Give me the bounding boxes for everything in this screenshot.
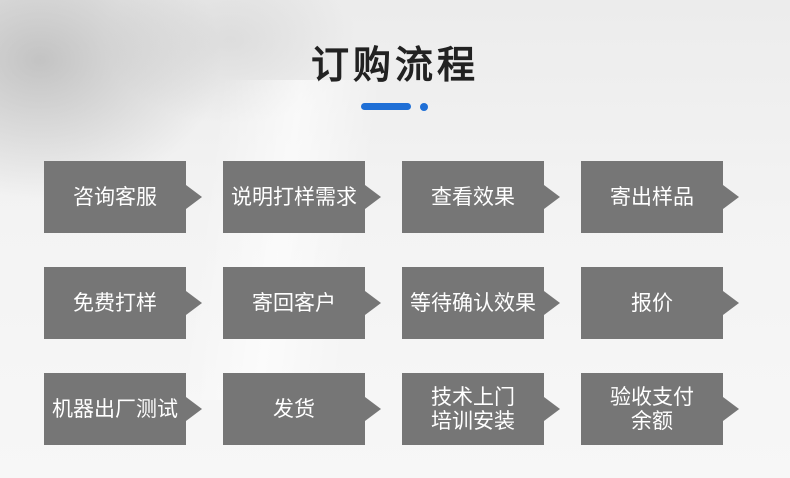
process-step-4: 寄出样品 [581,161,723,233]
process-step-12: 验收支付 余额 [581,373,723,445]
process-step-6: 寄回客户 [223,267,365,339]
title-underline-bar [361,103,411,110]
title-underline-dot [420,103,428,111]
step-label: 技术上门 培训安装 [431,385,515,433]
process-step-11: 技术上门 培训安装 [402,373,544,445]
step-label: 等待确认效果 [410,291,536,315]
step-label: 机器出厂测试 [52,397,178,421]
process-step-3: 查看效果 [402,161,544,233]
step-label: 验收支付 余额 [610,385,694,433]
page-title: 订购流程 [310,43,479,87]
process-step-10: 发货 [223,373,365,445]
process-step-8: 报价 [581,267,723,339]
process-grid: 咨询客服 说明打样需求 查看效果 寄出样品 免费打样 寄回客户 等待确认效果 报… [44,161,723,445]
process-step-5: 免费打样 [44,267,186,339]
process-step-9: 机器出厂测试 [44,373,186,445]
step-label: 寄回客户 [252,291,336,315]
process-step-7: 等待确认效果 [402,267,544,339]
step-label: 咨询客服 [73,185,157,209]
process-step-2: 说明打样需求 [223,161,365,233]
step-label: 寄出样品 [610,185,694,209]
step-label: 报价 [631,291,673,315]
step-label: 查看效果 [431,185,515,209]
process-step-1: 咨询客服 [44,161,186,233]
step-label: 说明打样需求 [231,185,357,209]
step-label: 发货 [273,397,315,421]
step-label: 免费打样 [73,291,157,315]
